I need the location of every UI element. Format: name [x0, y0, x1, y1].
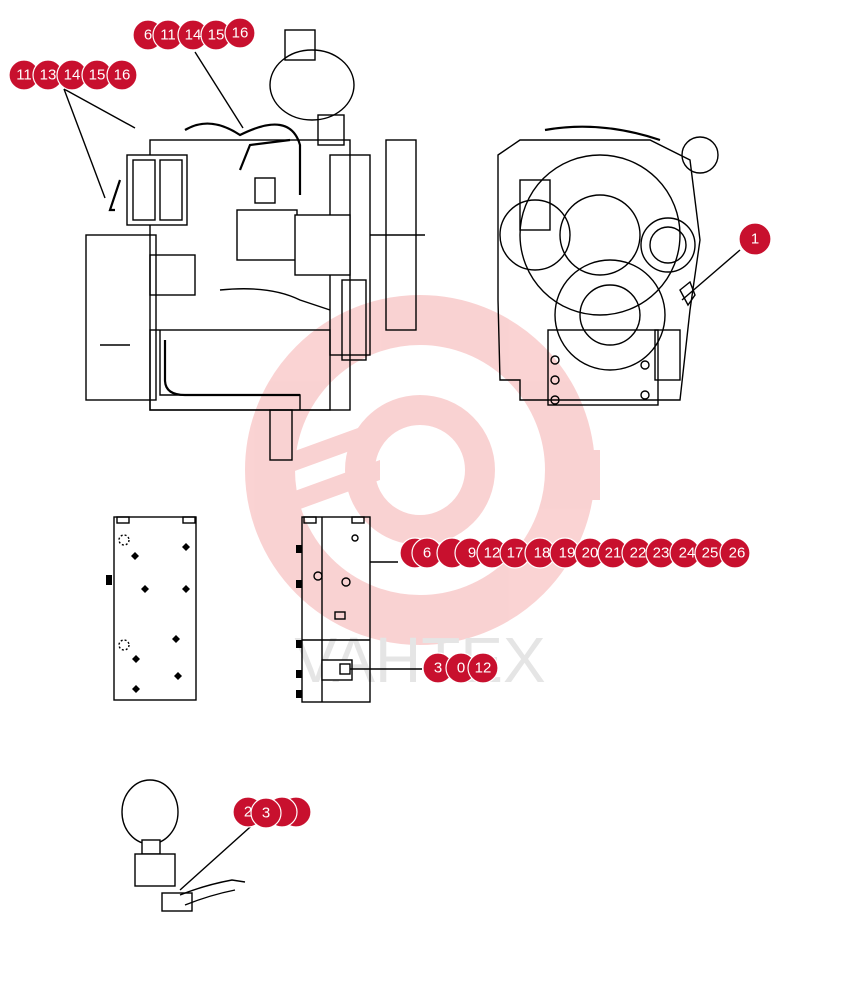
callout-c4-12: 26: [729, 545, 746, 562]
callout-c1-4: 16: [232, 25, 249, 42]
callout-group-front: 1: [738, 222, 772, 256]
callout-group-left: 11 13 14 15 16: [8, 59, 138, 91]
callout-c4-4: 18: [534, 545, 551, 562]
callout-c2-2: 14: [64, 67, 81, 84]
callout-group-top: 6 11 14 15 16: [132, 17, 256, 51]
callout-c2-4: 16: [114, 67, 131, 84]
callout-c1-0: 6: [144, 27, 152, 44]
callout-c6-0: 2: [244, 804, 252, 821]
leader-lines: [63, 51, 741, 301]
callout-c4-11: 25: [702, 545, 719, 562]
callout-c4-1: 9: [468, 545, 476, 562]
control-box-front: [106, 516, 197, 701]
callout-c6-1: 3: [262, 805, 270, 822]
callout-c1-3: 15: [208, 27, 225, 44]
callout-group-box-top: 6 9 12 17 18 19 20 21 22 23 24 25 26: [399, 537, 751, 569]
sensor-assembly: [121, 779, 259, 912]
callout-c2-1: 13: [40, 67, 57, 84]
callout-c2-3: 15: [89, 67, 106, 84]
callout-c4-8: 22: [630, 545, 647, 562]
callout-c4-9: 23: [653, 545, 670, 562]
callout-c4-6: 20: [582, 545, 599, 562]
callout-group-sensor: 2 3: [232, 796, 312, 829]
control-box-side: [296, 516, 422, 703]
callout-c3-0: 1: [751, 231, 759, 248]
callout-c4-2: 12: [484, 545, 501, 562]
callout-c4-10: 24: [679, 545, 696, 562]
callout-c1-2: 14: [185, 27, 202, 44]
callout-c4-7: 21: [605, 545, 622, 562]
watermark-logo: [245, 295, 600, 645]
callout-c4-5: 19: [559, 545, 576, 562]
callout-c2-0: 11: [16, 67, 32, 84]
callout-c5-0: 3: [434, 660, 442, 677]
callout-c4-0: 6: [423, 545, 431, 562]
callout-c5-2: 12: [475, 660, 492, 677]
engine-side-view: [85, 29, 425, 461]
engine-front-view: [497, 125, 719, 406]
callout-c5-1: 0: [457, 660, 465, 677]
callout-c1-1: 11: [160, 27, 176, 44]
callout-group-box-bottom: 3 0 12: [422, 652, 499, 684]
callout-c4-3: 17: [507, 545, 524, 562]
